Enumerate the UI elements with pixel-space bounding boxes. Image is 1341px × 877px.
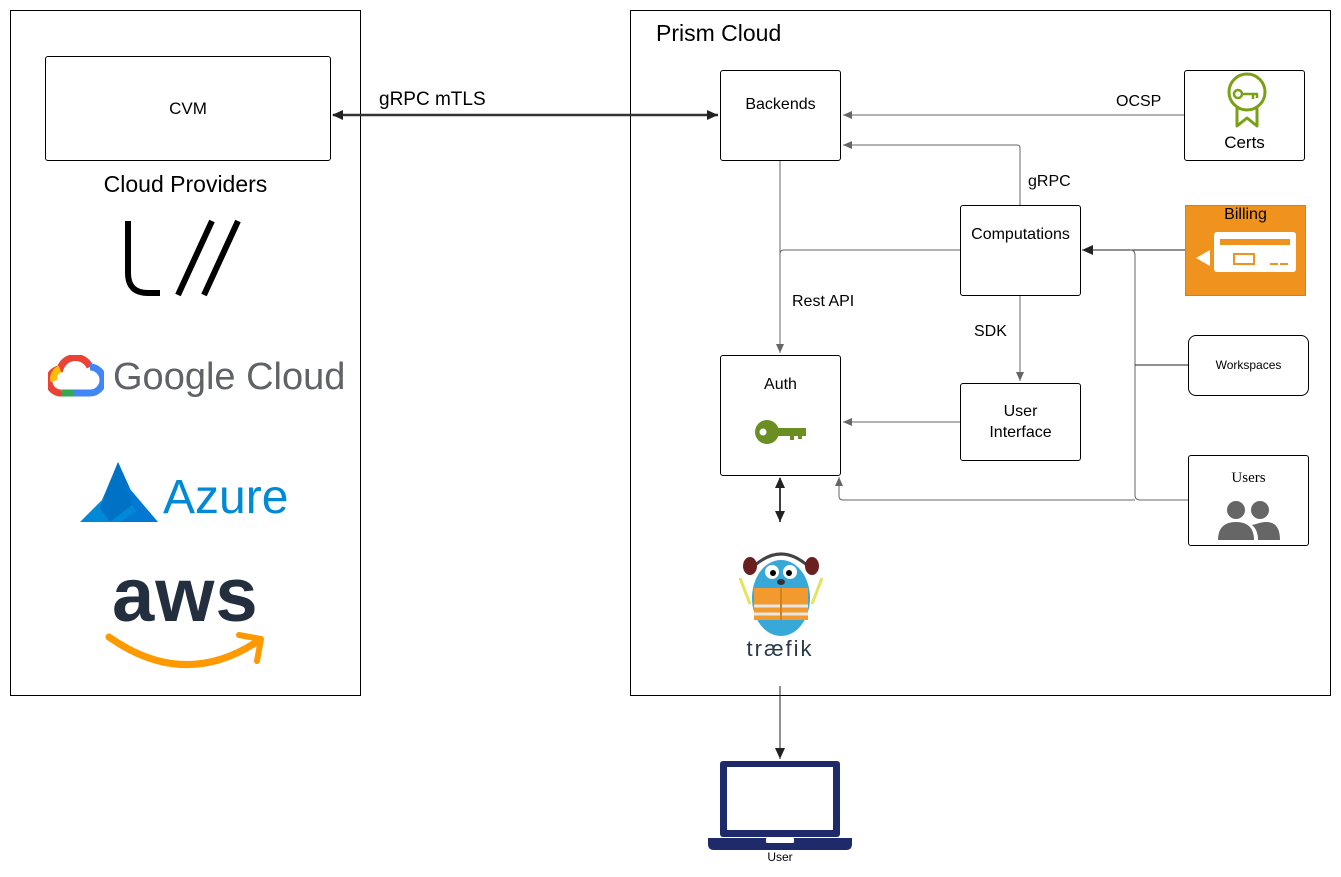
users-label: Users: [1231, 470, 1266, 486]
azure-logo-icon: [80, 462, 158, 522]
cvm-node[interactable]: CVM: [45, 56, 331, 161]
laptop-icon: [708, 761, 852, 850]
edge-computations-restapi: [779, 249, 960, 255]
backends-node[interactable]: Backends: [720, 70, 841, 161]
certs-label: Certs: [1224, 133, 1265, 152]
users-node[interactable]: Users: [1188, 455, 1309, 546]
aws-wordmark: aws: [112, 553, 259, 638]
edge-bus: [1129, 249, 1188, 501]
user-interface-label-line2: Interface: [989, 424, 1052, 441]
key-icon: [755, 420, 806, 444]
traefik-gopher-icon: [738, 552, 824, 636]
user-interface-node[interactable]: User Interface: [960, 383, 1081, 461]
edge-users-auth: [835, 477, 1135, 501]
rest-api-label: Rest API: [792, 293, 855, 310]
cvm-label: CVM: [169, 99, 207, 118]
aws-smile-icon: [105, 632, 264, 669]
auth-node[interactable]: Auth: [720, 355, 841, 476]
billing-label: Billing: [1224, 206, 1267, 223]
cloud-providers-title: Cloud Providers: [103, 171, 268, 197]
user-label: User: [767, 850, 793, 864]
certificate-key-icon: [1227, 72, 1267, 128]
edge-computations-backends: [843, 141, 1021, 206]
sdk-label: SDK: [974, 323, 1007, 340]
google-cloud-wordmark: Google Cloud: [113, 356, 346, 398]
certs-node[interactable]: Certs: [1184, 70, 1305, 161]
auth-label: Auth: [764, 376, 797, 393]
traefik-wordmark: træfik: [746, 636, 814, 661]
backends-label: Backends: [745, 96, 816, 113]
grpc-mtls-label: gRPC mTLS: [379, 89, 486, 110]
user-interface-label-line1: User: [1003, 403, 1038, 420]
users-group-icon: [1218, 501, 1280, 540]
grpc-label: gRPC: [1028, 173, 1071, 190]
billing-node[interactable]: Billing: [1185, 205, 1306, 296]
billing-card-icon: [1196, 232, 1296, 272]
computations-node[interactable]: Computations: [960, 205, 1081, 296]
ocsp-label: OCSP: [1116, 93, 1162, 110]
computations-label: Computations: [971, 226, 1070, 243]
prism-cloud-title: Prism Cloud: [656, 20, 782, 46]
google-cloud-cloud-icon: [48, 355, 104, 397]
workspaces-node[interactable]: Workspaces: [1188, 335, 1309, 396]
workspaces-label: Workspaces: [1215, 358, 1282, 372]
ultraviolet-logo-icon: [125, 219, 241, 297]
azure-wordmark: Azure: [163, 471, 289, 524]
